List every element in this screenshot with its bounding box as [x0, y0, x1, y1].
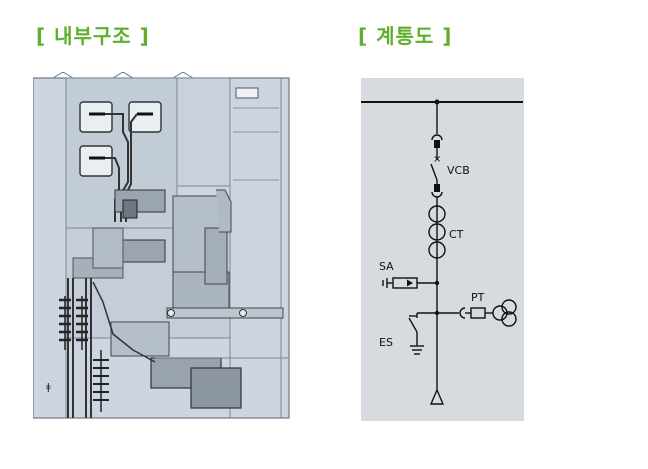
- single-line-diagram-heading: [ 계통도 ]: [358, 24, 453, 48]
- vcb-label: VCB: [447, 164, 470, 177]
- switchgear-internal-structure: ǂ: [33, 72, 290, 419]
- single-line-diagram: × VCB CT SA PT ES: [361, 78, 524, 421]
- ct-label: CT: [449, 228, 464, 241]
- pt-label: PT: [471, 291, 485, 304]
- sa-label: SA: [379, 260, 394, 273]
- svg-text:ǂ: ǂ: [46, 382, 51, 393]
- es-label: ES: [379, 336, 393, 349]
- internal-structure-heading: [ 내부구조 ]: [36, 24, 150, 48]
